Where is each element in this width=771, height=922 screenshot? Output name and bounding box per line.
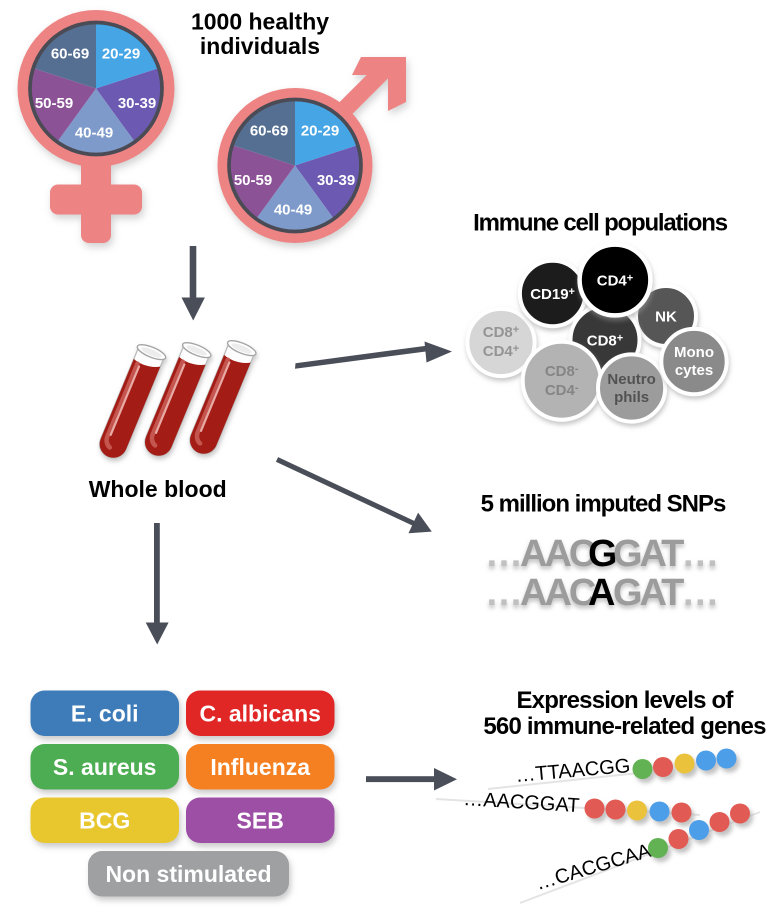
svg-text:…CACGCAA: …CACGCAA: [533, 840, 654, 895]
svg-text:1000 healthy: 1000 healthy: [191, 8, 329, 34]
svg-text:SEB: SEB: [237, 808, 284, 834]
svg-text:5 million imputed SNPs: 5 million imputed SNPs: [481, 490, 726, 517]
svg-text:50-59: 50-59: [234, 172, 272, 189]
svg-text:…TTAACGG: …TTAACGG: [515, 755, 632, 787]
svg-text:Neutro: Neutro: [607, 371, 655, 388]
svg-text:phils: phils: [614, 389, 649, 406]
svg-text:50-59: 50-59: [35, 95, 73, 112]
svg-text:Mono: Mono: [674, 344, 714, 361]
svg-text:S. aureus: S. aureus: [53, 754, 157, 780]
svg-text:Immune cell populations: Immune cell populations: [473, 210, 728, 237]
svg-text:CD19+: CD19+: [530, 286, 575, 303]
svg-text:CD8+: CD8+: [587, 333, 623, 350]
svg-text:G: G: [588, 533, 616, 575]
svg-text:A: A: [588, 572, 615, 614]
svg-text:…AAC: …AAC: [485, 572, 596, 614]
svg-text:30-39: 30-39: [118, 95, 156, 112]
svg-text:BCG: BCG: [79, 808, 130, 834]
svg-text:40-49: 40-49: [75, 125, 113, 142]
svg-text:CD8+: CD8+: [483, 324, 519, 341]
svg-text:60-69: 60-69: [250, 123, 288, 140]
svg-text:CD8-: CD8-: [545, 363, 579, 380]
svg-text:CD4+: CD4+: [483, 343, 519, 360]
svg-text:60-69: 60-69: [51, 46, 89, 63]
svg-text:Whole blood: Whole blood: [89, 476, 227, 502]
svg-text:20-29: 20-29: [301, 123, 339, 140]
svg-text:Expression levels of: Expression levels of: [516, 687, 734, 714]
svg-text:GAT…: GAT…: [613, 572, 716, 614]
svg-text:CD4+: CD4+: [597, 273, 633, 290]
svg-text:individuals: individuals: [200, 33, 320, 59]
svg-text:40-49: 40-49: [274, 202, 312, 219]
svg-text:Influenza: Influenza: [210, 754, 310, 780]
svg-text:…AACGGAT: …AACGGAT: [463, 788, 580, 817]
svg-text:…AAC: …AAC: [485, 533, 596, 575]
svg-text:E. coli: E. coli: [71, 701, 139, 727]
svg-text:NK: NK: [655, 309, 677, 326]
svg-text:20-29: 20-29: [102, 46, 140, 63]
svg-text:Non stimulated: Non stimulated: [105, 861, 271, 887]
svg-text:GAT…: GAT…: [613, 533, 716, 575]
svg-text:30-39: 30-39: [317, 172, 355, 189]
svg-text:CD4-: CD4-: [545, 382, 579, 399]
svg-text:560 immune-related genes: 560 immune-related genes: [483, 713, 766, 740]
svg-text:C. albicans: C. albicans: [199, 701, 320, 727]
svg-text:cytes: cytes: [675, 362, 713, 379]
